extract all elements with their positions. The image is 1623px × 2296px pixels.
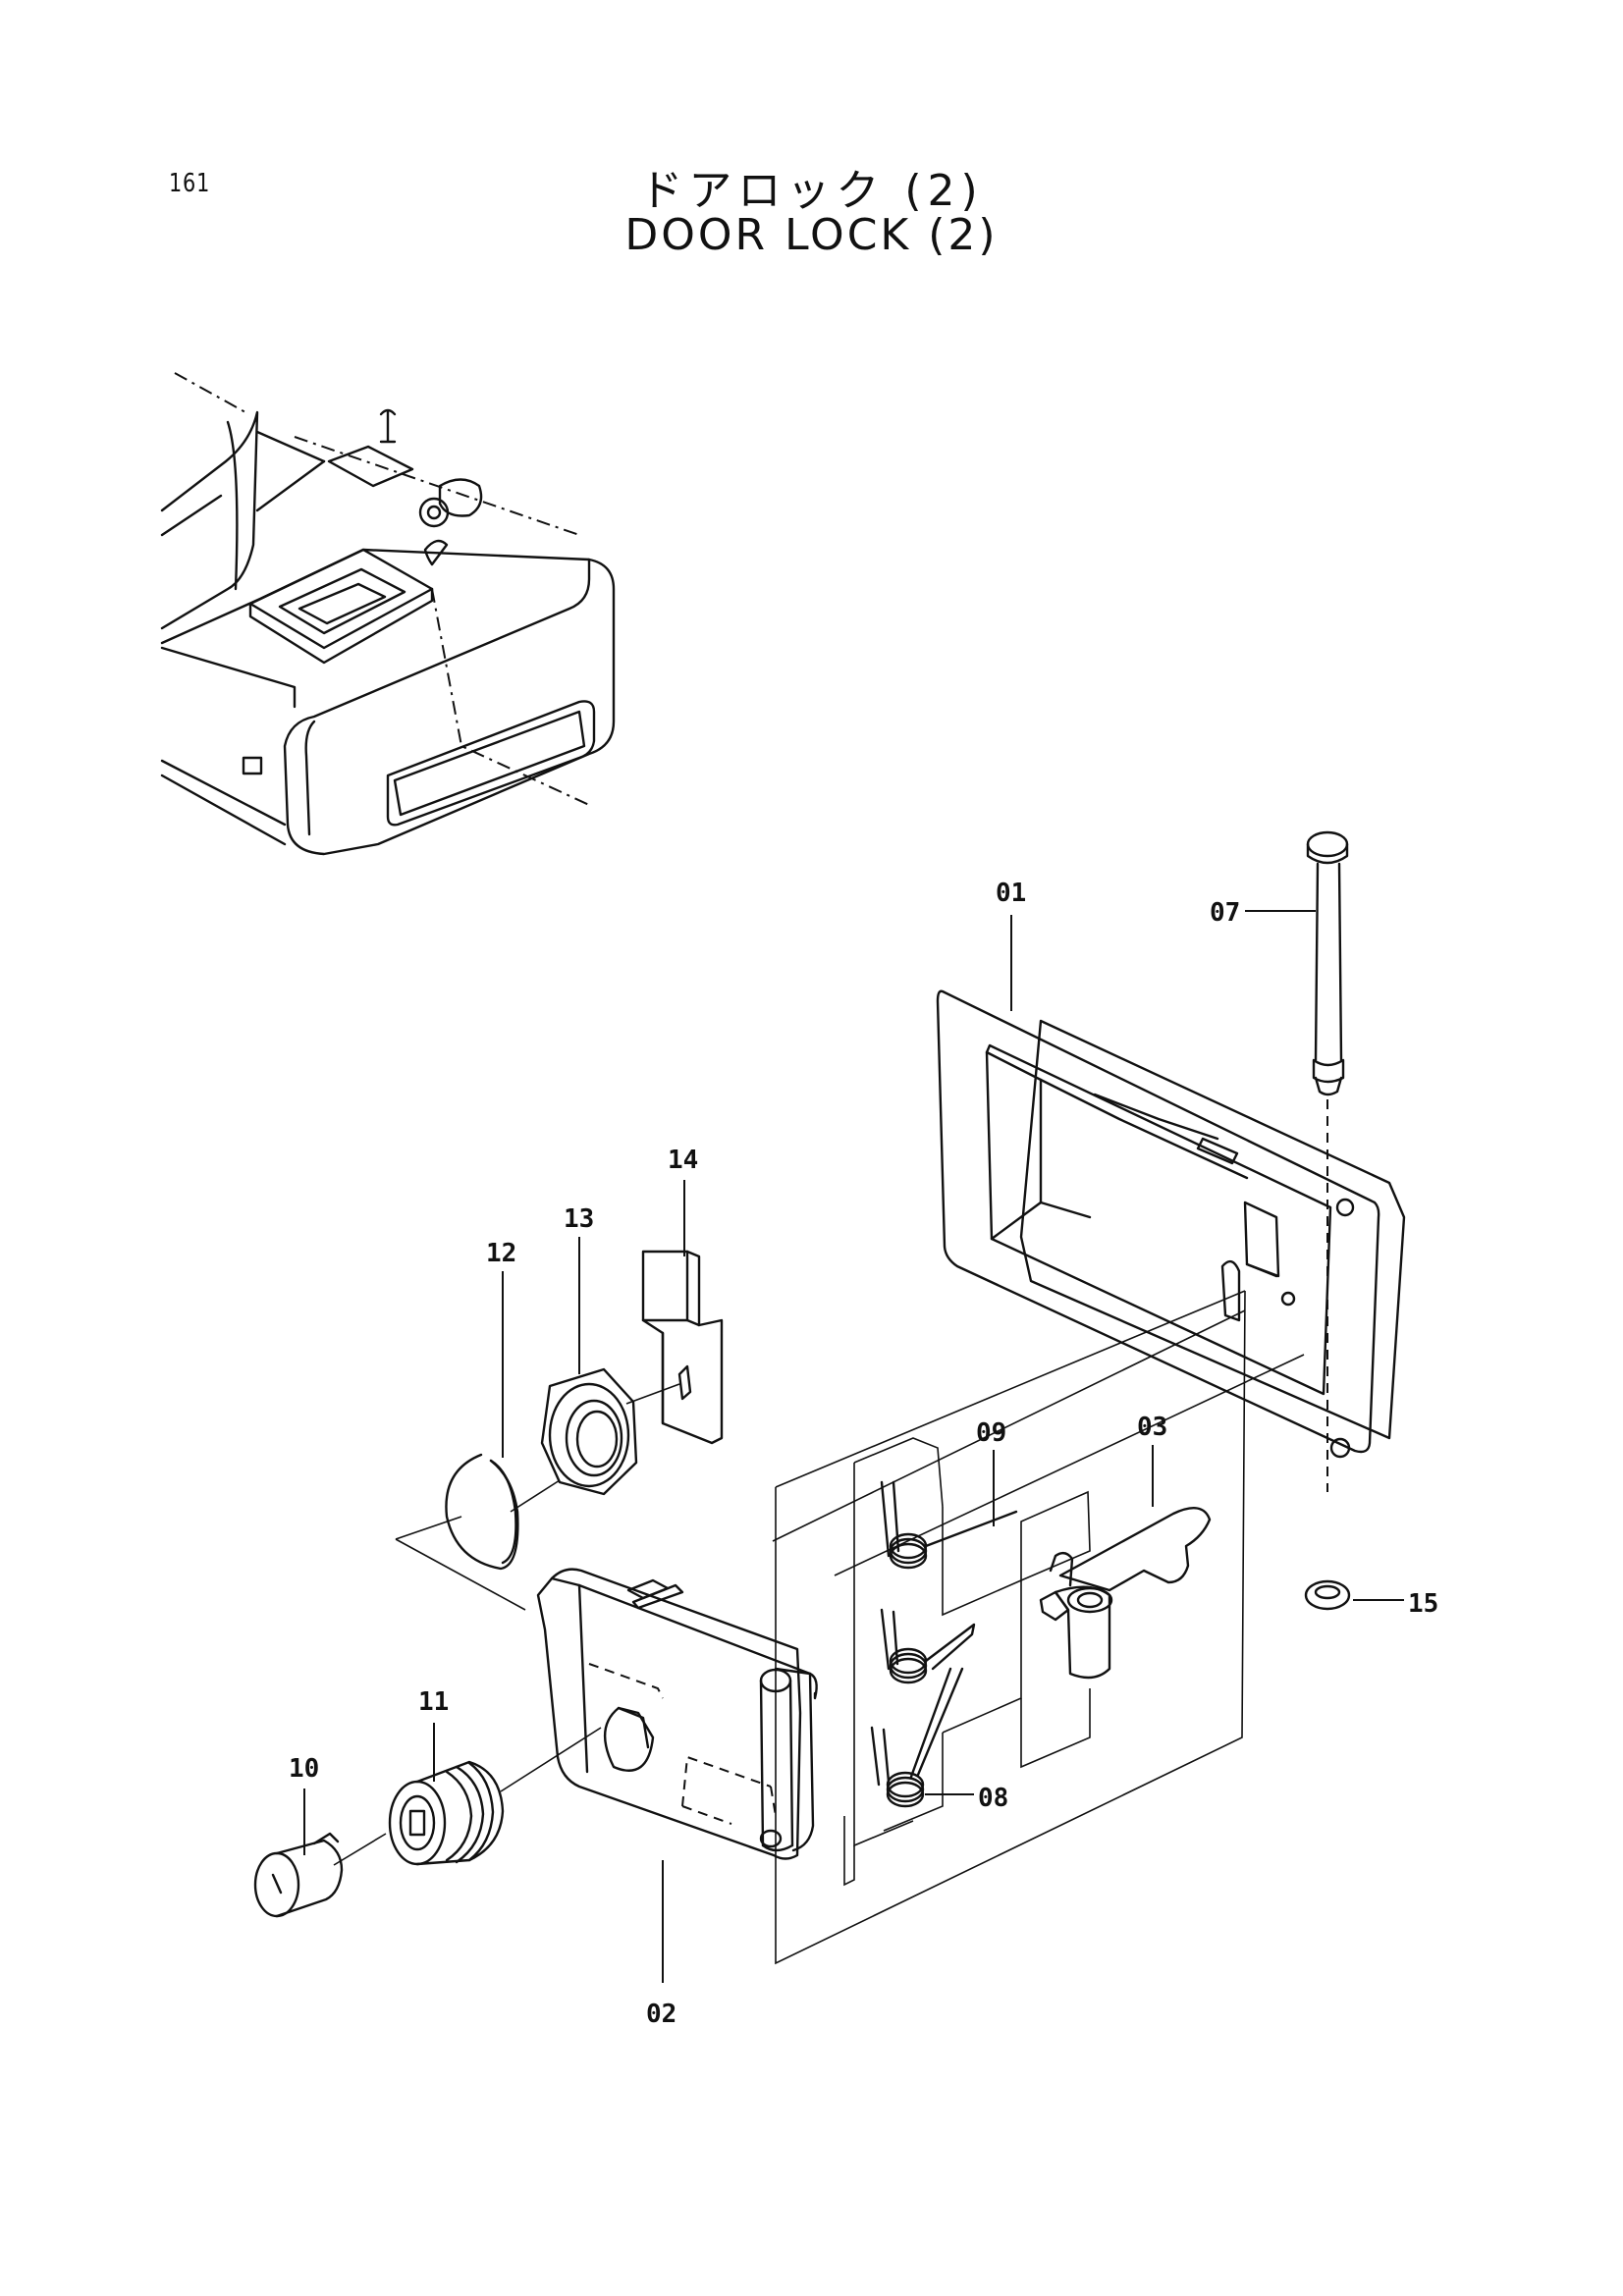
assembly-guide-lines-lower xyxy=(333,1727,602,1866)
part-14-plate xyxy=(641,1250,724,1445)
callout-07: 07 xyxy=(1210,898,1240,928)
title-japanese: ドアロック (2) xyxy=(639,166,984,216)
callout-03: 03 xyxy=(1137,1413,1167,1442)
callout-13: 13 xyxy=(564,1204,594,1234)
part-03-latch-lever xyxy=(1039,1507,1212,1680)
callout-02: 02 xyxy=(646,2000,676,2029)
callout-10: 10 xyxy=(289,1754,319,1784)
callout-14: 14 xyxy=(668,1146,698,1175)
part-11-cylinder-housing xyxy=(388,1760,505,1866)
part-08-spring-lower xyxy=(870,1667,964,1808)
part-13-nut xyxy=(540,1367,638,1496)
callout-12: 12 xyxy=(486,1239,516,1268)
part-07-pin xyxy=(1306,830,1349,1096)
leader-lines xyxy=(303,910,1404,1983)
callout-labels: 01 07 15 03 09 08 14 13 12 11 10 02 xyxy=(289,879,1438,2029)
callout-09: 09 xyxy=(976,1418,1006,1448)
machine-context-view xyxy=(160,372,616,856)
part-09-spring-upper xyxy=(880,1480,1018,1570)
part-12-snap-ring xyxy=(445,1453,519,1571)
callout-01: 01 xyxy=(996,879,1026,908)
assembly-outline-lines xyxy=(775,1290,1246,1965)
part-02-lock-body xyxy=(536,1568,818,1860)
part-15-e-ring xyxy=(1304,1579,1351,1611)
part-08-spring-middle xyxy=(880,1608,976,1684)
callout-11: 11 xyxy=(418,1687,449,1717)
part-10-key-cylinder xyxy=(253,1832,344,1918)
part-01-lock-housing xyxy=(936,989,1406,1459)
callout-15: 15 xyxy=(1408,1589,1438,1619)
title-english: DOOR LOCK (2) xyxy=(624,210,999,260)
callout-08: 08 xyxy=(978,1784,1008,1813)
page-number: 161 xyxy=(169,169,211,198)
